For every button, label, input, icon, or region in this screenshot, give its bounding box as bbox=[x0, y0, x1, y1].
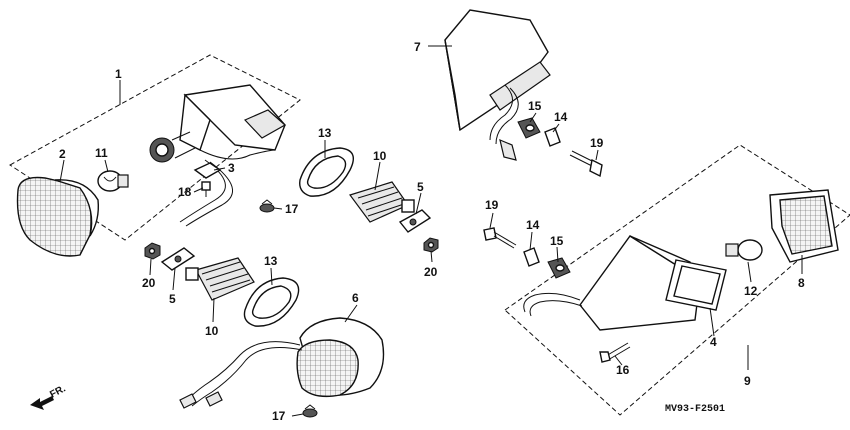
direction-label: FR. bbox=[48, 383, 68, 400]
part-5-lower-plate[interactable] bbox=[160, 247, 196, 271]
callout-6: 6 bbox=[352, 291, 359, 305]
part-4-rear-gasket[interactable] bbox=[665, 259, 727, 311]
part-20-upper-nut[interactable] bbox=[423, 237, 439, 253]
part-15-upper-grommet[interactable] bbox=[517, 117, 541, 139]
part-2-front-lens[interactable] bbox=[16, 176, 100, 257]
callout-19-lower: 19 bbox=[485, 198, 499, 212]
callout-19-upper: 19 bbox=[590, 136, 604, 150]
callout-7: 7 bbox=[414, 40, 421, 54]
callout-4: 4 bbox=[710, 335, 717, 349]
part-18-screw[interactable] bbox=[201, 181, 211, 197]
callout-1: 1 bbox=[115, 67, 122, 81]
callout-13-lower: 13 bbox=[264, 254, 278, 268]
part-7-upper-housing[interactable] bbox=[444, 9, 551, 161]
callout-15-upper: 15 bbox=[528, 99, 542, 113]
part-6-rear-signal[interactable] bbox=[179, 317, 385, 409]
callout-9: 9 bbox=[744, 374, 751, 388]
callout-10-lower: 10 bbox=[205, 324, 219, 338]
part-12-rear-bulb[interactable] bbox=[725, 239, 763, 261]
part-20-lower-nut[interactable] bbox=[144, 242, 161, 260]
callout-17-upper: 17 bbox=[285, 202, 299, 216]
callout-8: 8 bbox=[798, 276, 805, 290]
part-19-lower-bolt[interactable] bbox=[483, 227, 517, 249]
forward-arrow-icon bbox=[30, 396, 54, 410]
part-15-lower-grommet[interactable] bbox=[547, 257, 571, 279]
callout-20-lower: 20 bbox=[142, 276, 156, 290]
part-13-lower-gasket[interactable] bbox=[243, 277, 300, 327]
leader-lines bbox=[59, 45, 803, 417]
callout-20-upper: 20 bbox=[424, 265, 438, 279]
part-14-upper-collar[interactable] bbox=[544, 127, 561, 147]
part-13-upper-gasket[interactable] bbox=[299, 147, 354, 197]
part-14-lower-collar[interactable] bbox=[523, 247, 540, 267]
callout-3: 3 bbox=[228, 161, 235, 175]
part-10-upper-socket[interactable] bbox=[349, 181, 415, 223]
callout-14-upper: 14 bbox=[554, 110, 568, 124]
callout-14-lower: 14 bbox=[526, 218, 540, 232]
part-5-upper-plate[interactable] bbox=[398, 209, 432, 233]
part-8-rear-lens[interactable] bbox=[769, 189, 839, 263]
part-16-screw[interactable] bbox=[599, 342, 631, 363]
part-17-lower-nut[interactable] bbox=[302, 404, 318, 418]
part-1-housing[interactable] bbox=[149, 84, 287, 227]
callout-16: 16 bbox=[616, 363, 630, 377]
part-11-bulb[interactable] bbox=[97, 170, 129, 192]
callout-12: 12 bbox=[744, 284, 758, 298]
assembly-1-boundary bbox=[9, 54, 301, 241]
callout-17-lower: 17 bbox=[272, 409, 286, 423]
part-10-lower-socket[interactable] bbox=[185, 257, 255, 301]
part-3-clip[interactable] bbox=[193, 162, 222, 179]
callout-11: 11 bbox=[95, 146, 108, 160]
callout-18: 18 bbox=[178, 185, 192, 199]
callout-15-lower: 15 bbox=[550, 234, 564, 248]
part-19-upper-bolt[interactable] bbox=[569, 150, 603, 178]
callout-5-upper: 5 bbox=[417, 180, 424, 194]
part-17-upper-nut[interactable] bbox=[259, 199, 275, 213]
callout-2: 2 bbox=[59, 147, 66, 161]
callout-10-upper: 10 bbox=[373, 149, 387, 163]
callout-13-upper: 13 bbox=[318, 126, 332, 140]
callout-5-lower: 5 bbox=[169, 292, 176, 306]
diagram-code: MV93-F2501 bbox=[665, 404, 725, 415]
